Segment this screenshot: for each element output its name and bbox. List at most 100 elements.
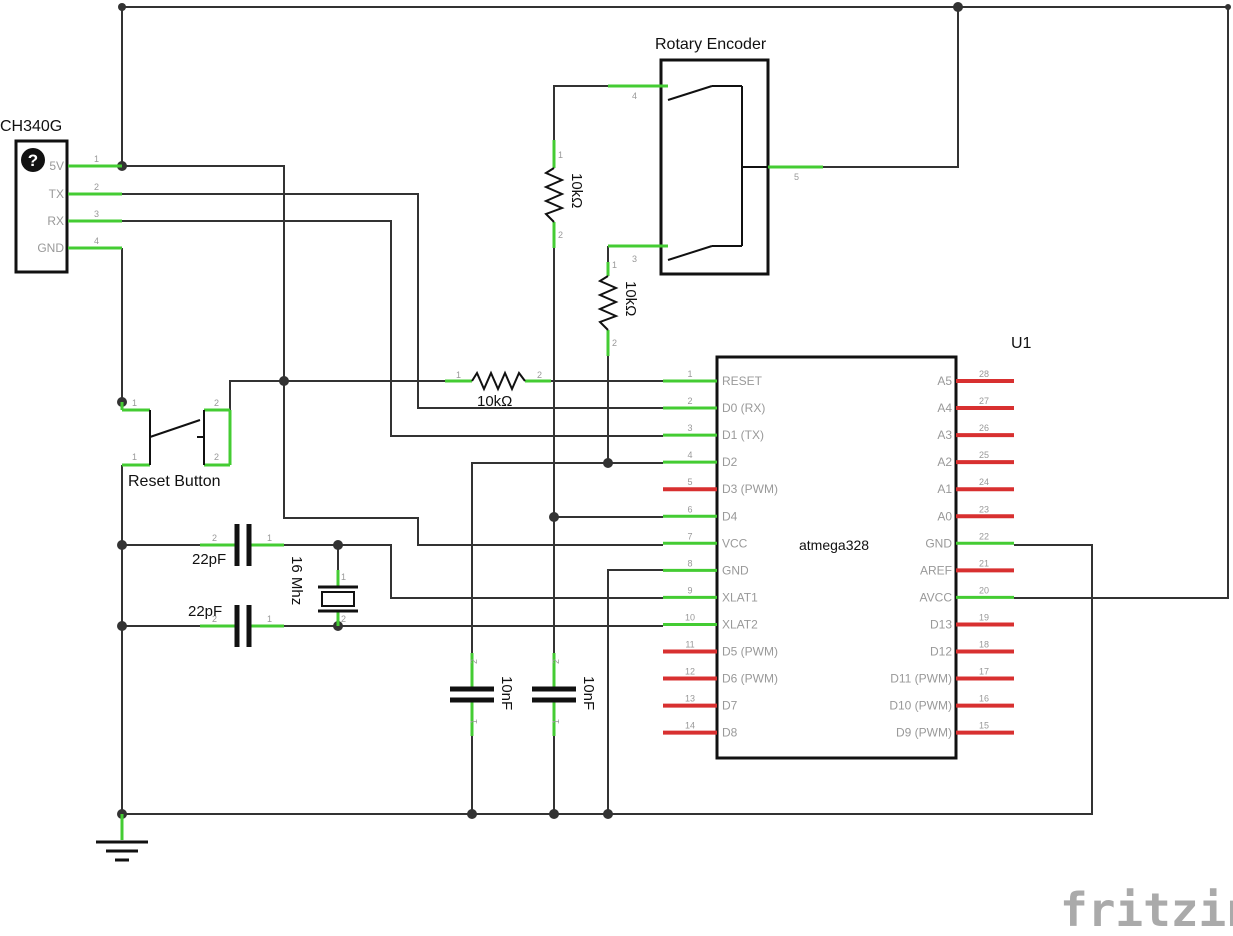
junction-dot <box>279 376 289 386</box>
pin-number: 28 <box>979 369 989 379</box>
junction-dot <box>953 2 963 12</box>
junction-dot <box>333 540 343 550</box>
help-icon <box>21 148 45 172</box>
wire-enc-r2-bottom <box>607 356 663 464</box>
pin-label: D0 (RX) <box>722 401 765 415</box>
junction-dot <box>549 512 559 522</box>
pin-number: 5 <box>687 477 692 487</box>
pin-number: 2 <box>551 659 561 664</box>
pin-number: 24 <box>979 477 989 487</box>
resistor-r1[interactable]: 1 2 10kΩ <box>543 140 585 248</box>
pin-number: 2 <box>214 398 219 408</box>
pin-number: 2 <box>537 370 542 380</box>
wire-rx <box>122 220 663 437</box>
pin-number: 2 <box>212 614 217 624</box>
pin-label: AREF <box>920 563 952 577</box>
pin-label: D10 (PWM) <box>889 699 952 713</box>
pin-label: A4 <box>937 401 952 415</box>
junction-dot <box>117 540 127 550</box>
capacitor-22pf-top[interactable]: 2 1 22pF <box>192 524 284 568</box>
wire-tx <box>122 193 663 409</box>
wire-encoder-common <box>823 7 959 168</box>
pin-number: 1 <box>341 572 346 582</box>
pin-number: 1 <box>132 452 137 462</box>
pin-number: 2 <box>94 182 99 192</box>
pin-number: 5 <box>794 172 799 182</box>
pin-label: D7 <box>722 699 738 713</box>
pin-number: 2 <box>214 452 219 462</box>
capacitor-10nf-right[interactable]: 2 1 10nF <box>532 653 597 736</box>
pin-number: 1 <box>267 614 272 624</box>
wire-gnd-pin8 <box>607 569 663 814</box>
help-icon-glyph: ? <box>28 151 38 170</box>
pin-label: A3 <box>937 428 952 442</box>
ground-symbol <box>96 814 148 862</box>
pin-number: 20 <box>979 585 989 595</box>
crystal-16mhz[interactable]: 1 2 16 Mhz <box>288 556 358 626</box>
wire-5v-top <box>121 6 1229 599</box>
resistor-r2[interactable]: 1 2 10kΩ <box>597 260 639 356</box>
pin-label: RX <box>47 214 64 228</box>
capacitor-10nf-left[interactable]: 2 1 10nF <box>450 653 515 736</box>
pin-number: 2 <box>341 614 346 624</box>
junction-dot <box>1225 4 1231 10</box>
pin-label: VCC <box>722 536 748 550</box>
pin-label: XLAT1 <box>722 590 758 604</box>
pin-number: 14 <box>685 721 695 731</box>
pin-number: 19 <box>979 612 989 622</box>
pin-label: RESET <box>722 374 763 388</box>
pin-number: 1 <box>94 154 99 164</box>
mcu-name: atmega328 <box>799 537 869 553</box>
pin-number: 25 <box>979 450 989 460</box>
junction-dot <box>118 3 126 11</box>
pin-label: AVCC <box>920 590 953 604</box>
pin-number: 17 <box>979 667 989 677</box>
pin-number: 3 <box>632 254 637 264</box>
pin-number: 4 <box>94 236 99 246</box>
junction-dot <box>117 621 127 631</box>
pin-label: D13 <box>930 617 952 631</box>
pin-number: 1 <box>551 719 561 724</box>
pin-label: D1 (TX) <box>722 428 764 442</box>
reset-button[interactable]: 1 1 2 2 Reset Button <box>120 398 232 490</box>
mcu-ref: U1 <box>1011 335 1032 352</box>
pin-label: D11 (PWM) <box>890 672 952 686</box>
pin-number: 22 <box>979 531 989 541</box>
junction-dot <box>467 809 477 819</box>
pin-number: 1 <box>469 719 479 724</box>
resistor-value: 10kΩ <box>622 281 639 316</box>
wire-5v <box>122 165 663 546</box>
pin-label: D9 (PWM) <box>896 726 952 740</box>
pin-label: D4 <box>722 509 738 523</box>
ch340g-module[interactable]: CH340G ? 1 2 3 4 5V TX RX GND <box>0 118 122 274</box>
pin-label: A5 <box>937 374 952 388</box>
resistor-value: 10kΩ <box>477 393 512 410</box>
pin-label: GND <box>37 241 64 255</box>
fritzing-logo: fritzing <box>1060 883 1233 936</box>
pin-number: 11 <box>685 640 694 650</box>
resistor-value: 10kΩ <box>568 173 585 208</box>
rotary-encoder[interactable]: Rotary Encoder 4 5 3 <box>608 36 823 276</box>
pin-label: D5 (PWM) <box>722 645 778 659</box>
pin-number: 7 <box>687 531 692 541</box>
pin-label: 5V <box>49 159 64 173</box>
pin-number: 1 <box>456 370 461 380</box>
pin-number: 8 <box>687 558 692 568</box>
capacitor-22pf-bottom[interactable]: 2 1 22pF <box>188 603 284 647</box>
pin-label: A1 <box>937 482 952 496</box>
encoder-title: Rotary Encoder <box>655 36 767 53</box>
pin-number: 18 <box>979 640 989 650</box>
pin-label: GND <box>925 536 952 550</box>
resistor-r3[interactable]: 1 2 10kΩ <box>445 370 551 410</box>
pin-number: 6 <box>687 504 692 514</box>
pin-number: 4 <box>687 450 692 460</box>
pin-label: XLAT2 <box>722 617 758 631</box>
pin-number: 12 <box>685 667 695 677</box>
pin-number: 9 <box>687 585 692 595</box>
capacitor-value: 22pF <box>188 603 222 620</box>
pin-number: 10 <box>685 612 695 622</box>
junction-dot <box>603 458 613 468</box>
pin-number: 13 <box>685 694 695 704</box>
